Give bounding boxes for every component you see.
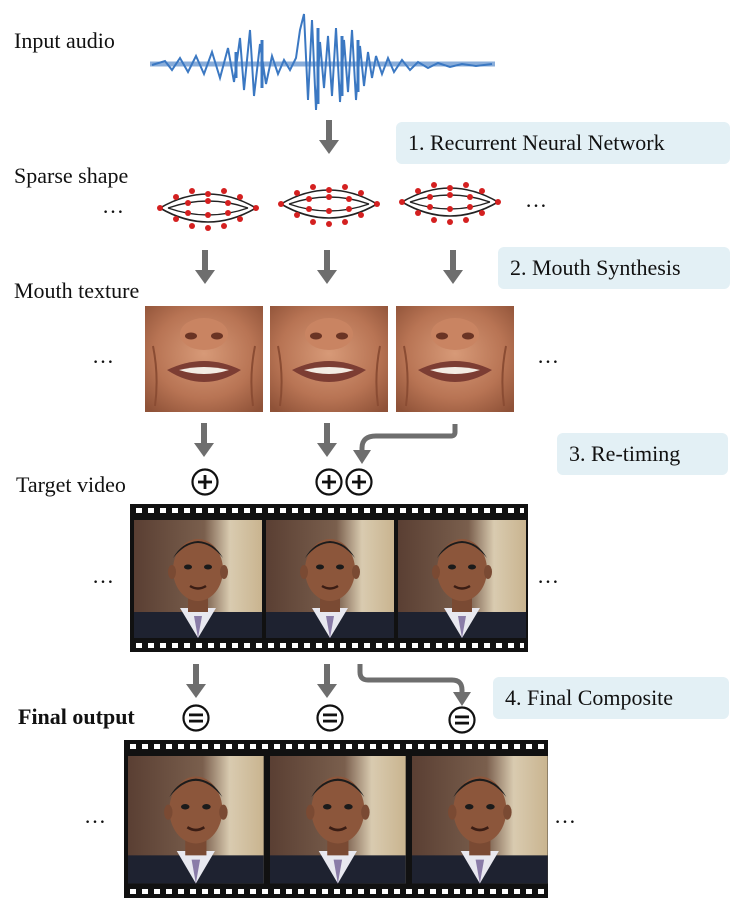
retiming-curved-arrow xyxy=(359,424,458,452)
sparse-shape-1 xyxy=(156,187,260,232)
mouth-texture-label: Mouth texture xyxy=(14,278,140,303)
final-output-filmstrip xyxy=(124,740,550,898)
ellipsis-video-right: … xyxy=(537,563,561,588)
step-mouth-synthesis-box: 2. Mouth Synthesis xyxy=(498,247,730,289)
audio-waveform xyxy=(150,13,495,111)
target-video-filmstrip xyxy=(130,504,528,652)
film-sprocket-holes-bottom xyxy=(130,889,544,894)
ellipsis-mouth-right: … xyxy=(537,343,561,368)
final-frame-2 xyxy=(268,754,408,885)
down-arrow-icon xyxy=(319,120,339,154)
input-audio-label: Input audio xyxy=(14,28,115,53)
down-arrow-icon xyxy=(194,423,214,457)
final-frame-1 xyxy=(126,754,266,885)
film-sprocket-holes-bottom xyxy=(136,643,524,648)
target-video-label: Target video xyxy=(16,472,126,497)
film-sprocket-holes-top xyxy=(136,508,524,513)
down-arrow-icon xyxy=(317,250,337,284)
mouth-texture-3 xyxy=(395,305,515,413)
down-arrow-icon xyxy=(443,250,463,284)
final-output-label: Final output xyxy=(18,704,135,729)
plus-circle-icon xyxy=(345,468,373,496)
ellipsis-sparse-right: … xyxy=(525,187,549,212)
sparse-shape-2 xyxy=(277,183,381,228)
plus-circle-icon xyxy=(191,468,219,496)
mouth-texture-1 xyxy=(144,305,264,413)
composite-curved-arrow xyxy=(357,664,465,694)
target-frame-1 xyxy=(132,518,264,640)
ellipsis-sparse-left: … xyxy=(102,193,126,218)
step-retiming-box: 3. Re-timing xyxy=(557,433,728,475)
target-frame-3 xyxy=(396,518,528,640)
ellipsis-final-left: … xyxy=(84,803,108,828)
ellipsis-video-left: … xyxy=(92,563,116,588)
ellipsis-final-right: … xyxy=(554,803,578,828)
down-arrow-icon xyxy=(186,664,206,698)
equals-circle-icon xyxy=(448,706,476,734)
film-sprocket-holes-top xyxy=(130,744,544,749)
down-arrow-icon xyxy=(195,250,215,284)
equals-circle-icon xyxy=(316,704,344,732)
step-rnn-box: 1. Recurrent Neural Network xyxy=(396,122,730,164)
down-arrow-icon xyxy=(317,423,337,457)
mouth-texture-2 xyxy=(269,305,389,413)
ellipsis-mouth-left: … xyxy=(92,343,116,368)
down-arrow-icon xyxy=(317,664,337,698)
plus-circle-icon xyxy=(315,468,343,496)
sparse-shape-3 xyxy=(398,181,502,226)
final-frame-3 xyxy=(410,754,550,885)
equals-circle-icon xyxy=(182,704,210,732)
target-frame-2 xyxy=(264,518,396,640)
step-final-composite-box: 4. Final Composite xyxy=(493,677,729,719)
sparse-shape-label: Sparse shape xyxy=(14,163,129,188)
